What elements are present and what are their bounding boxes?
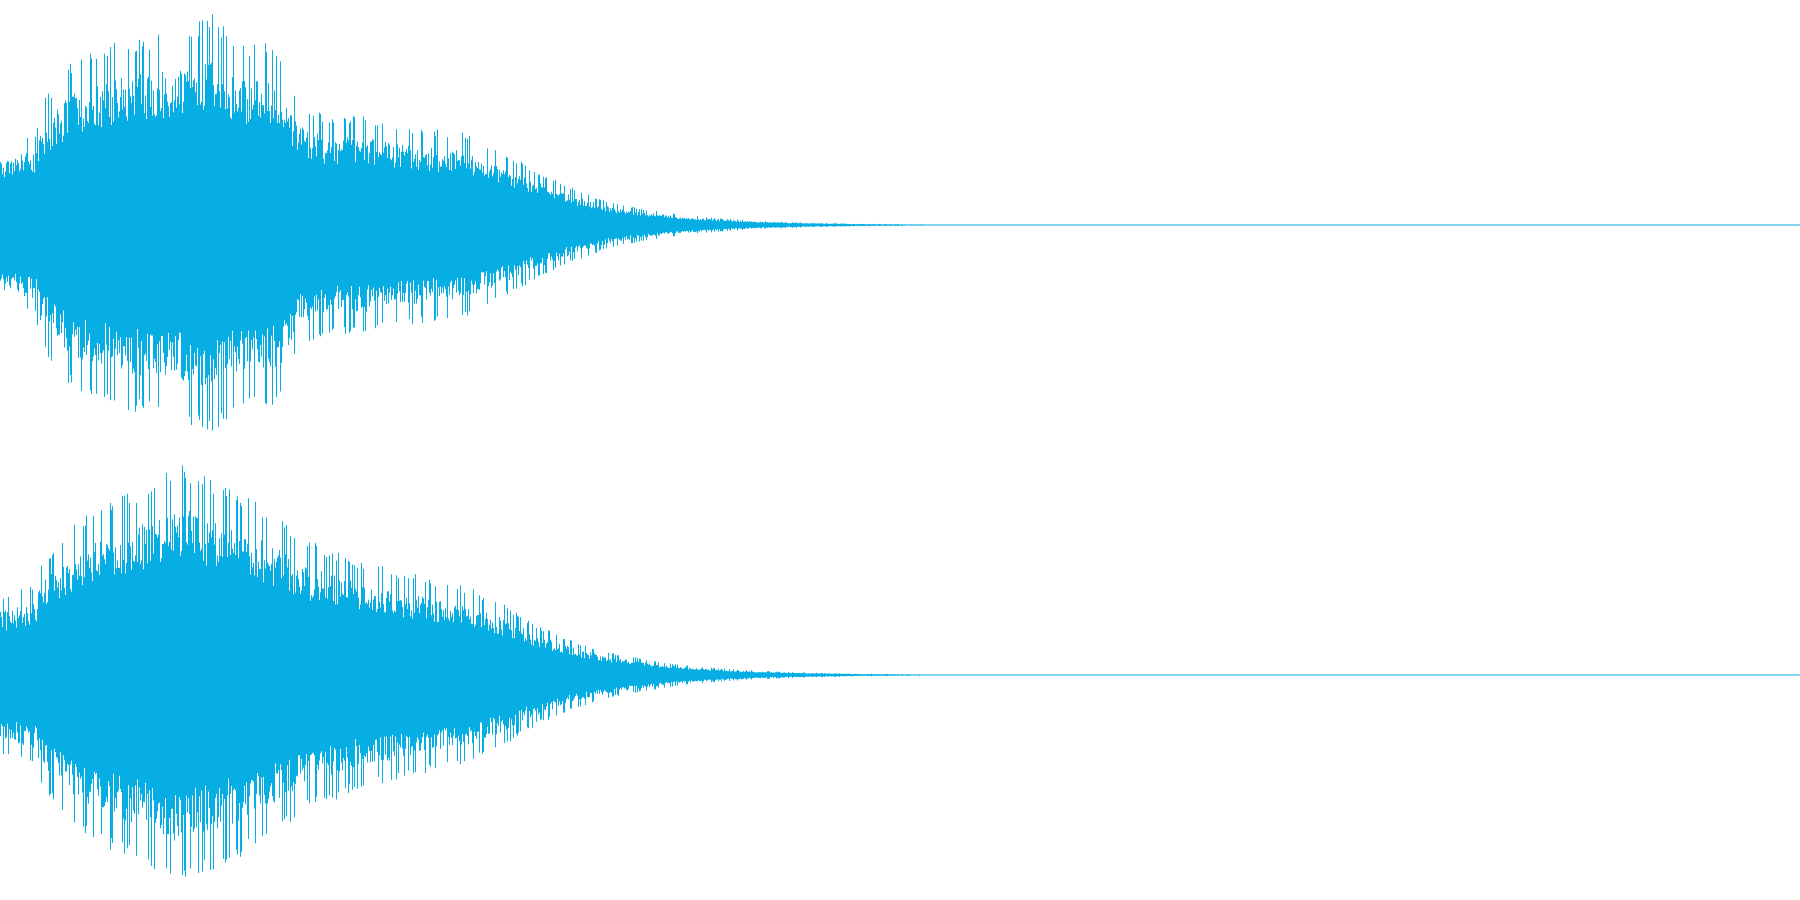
left-channel-samples	[0, 14, 929, 431]
right-channel-sample-bars	[0, 465, 929, 877]
right-channel-waveform[interactable]	[0, 450, 1800, 900]
right-channel-samples	[0, 465, 929, 877]
right-channel-plot	[0, 465, 1800, 877]
left-channel-waveform[interactable]	[0, 0, 1800, 450]
left-channel-sample-bars	[0, 14, 929, 431]
left-channel-plot	[0, 14, 1800, 431]
